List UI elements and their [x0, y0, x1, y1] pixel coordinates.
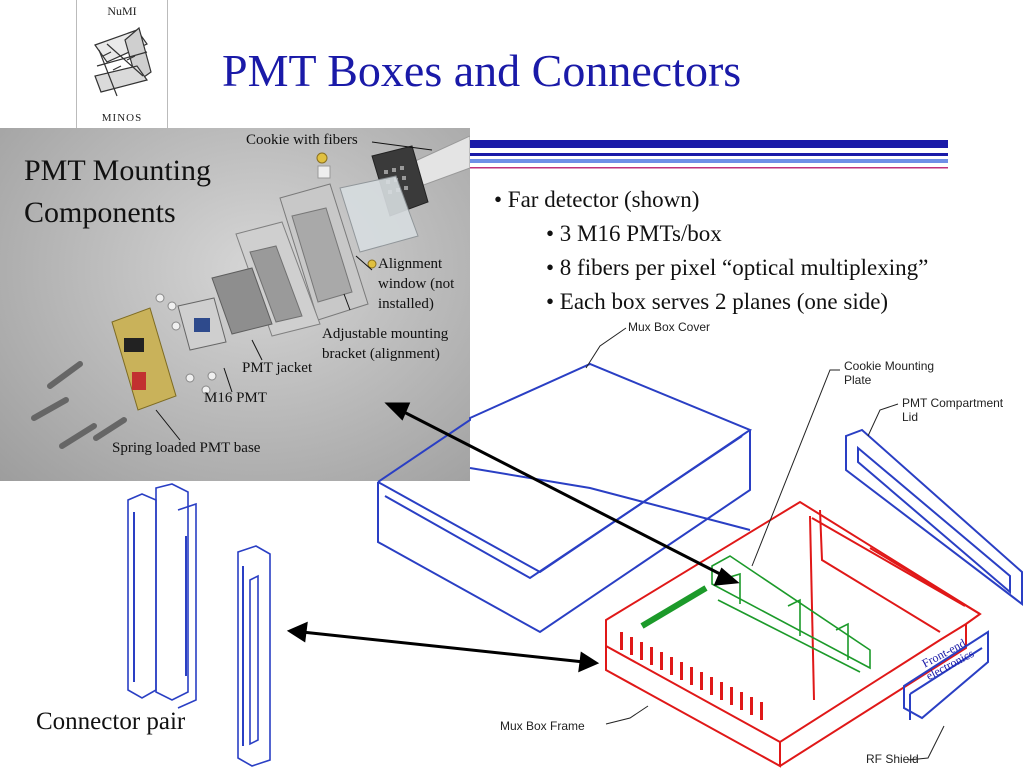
plate-edge [640, 585, 708, 629]
label-alignment-line2: window (not [378, 276, 455, 292]
pmt-compartment-lid [845, 428, 1023, 607]
label-rf-shield: RF Shield [866, 752, 919, 766]
logo-bottom-text: MINOS [101, 112, 143, 124]
label-mux-box-frame: Mux Box Frame [500, 719, 585, 733]
bullet-sub-2: • 8 fibers per pixel “optical multiplexi… [546, 255, 929, 280]
label-lid-line1: PMT Compartment [902, 396, 1004, 410]
photo-title-line1: PMT Mounting [24, 154, 211, 187]
label-alignment-line3: installed) [378, 296, 434, 312]
cookie-mounting-plate [711, 555, 871, 673]
title-rule [470, 140, 948, 169]
label-cookie-plate-line2: Plate [844, 373, 872, 387]
logo-emblem-icon [94, 26, 152, 97]
photo-title-line2: Components [24, 196, 176, 229]
logo-top-text: NuMI [107, 4, 137, 18]
bullet-list: • Far detector (shown) • 3 M16 PMTs/box … [494, 183, 928, 319]
frame-slots [620, 632, 763, 720]
drawing-leader-lines [585, 327, 945, 761]
photo-title: PMT Mounting Components [24, 150, 211, 234]
label-cookie-plate-line1: Cookie Mounting [844, 359, 935, 373]
label-mounting-bracket: Adjustable mounting bracket (alignment) [322, 324, 448, 364]
label-alignment-line1: Alignment [378, 256, 443, 272]
label-pmt-jacket: PMT jacket [242, 360, 313, 376]
label-cookie-mounting-plate: Cookie Mounting Plate [844, 359, 934, 387]
bullet-main: • Far detector (shown) [494, 187, 700, 212]
label-mux-box-cover: Mux Box Cover [628, 320, 711, 334]
label-alignment-window: Alignment window (not installed) [378, 254, 454, 314]
label-m16-pmt: M16 PMT [204, 390, 267, 406]
label-spring-loaded-base: Spring loaded PMT base [112, 440, 261, 456]
label-cookie-with-fibers: Cookie with fibers [246, 132, 358, 148]
label-bracket-line2: bracket (alignment) [322, 346, 440, 362]
mux-box-frame [605, 500, 982, 768]
pmt-components-photo: PMT Mounting Components Cookie with fibe… [0, 128, 470, 481]
slide-title: PMT Boxes and Connectors [222, 45, 742, 96]
label-pmt-compartment-lid: PMT Compartment Lid [902, 396, 1003, 424]
bullet-sub-3: • Each box serves 2 planes (one side) [546, 289, 889, 314]
photo-components-drawing [31, 135, 470, 449]
label-bracket-line1: Adjustable mounting [322, 326, 449, 342]
label-front-end-electronics: Front-end electronics [918, 636, 977, 683]
label-lid-line2: Lid [902, 410, 919, 424]
label-connector-pair: Connector pair [36, 708, 186, 735]
numi-minos-logo: NuMI MINOS [76, 0, 168, 128]
bullet-sub-1: • 3 M16 PMTs/box [546, 221, 722, 246]
